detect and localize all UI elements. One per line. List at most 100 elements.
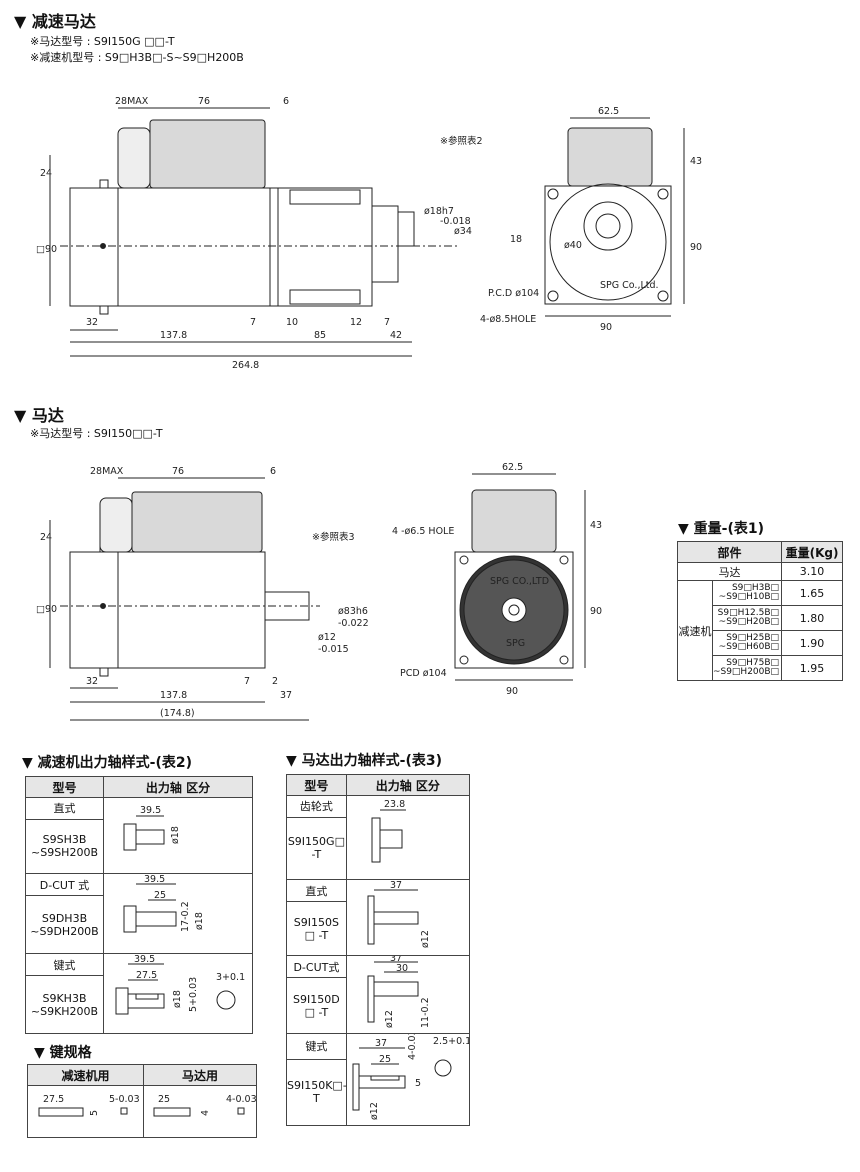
table2-header-model: 型号 xyxy=(25,776,104,798)
svg-text:25: 25 xyxy=(379,1054,391,1065)
m-dim-7: 7 xyxy=(244,676,250,687)
svg-text:11-0.2: 11-0.2 xyxy=(420,997,431,1028)
key-motor-cell: 25 4 4-0.03 xyxy=(143,1085,257,1138)
weight-value: 1.95 xyxy=(781,655,843,681)
m-dim-32: 32 xyxy=(86,676,98,687)
m-dim-sq90: □90 xyxy=(36,604,57,615)
section1-title: ▼ 减速马达 xyxy=(14,12,96,31)
svg-text:39.5: 39.5 xyxy=(144,874,165,885)
table-row: S9SH3B~S9SH200B xyxy=(25,818,104,875)
key-header-gear: 减速机用 xyxy=(27,1064,144,1086)
svg-text:27.5: 27.5 xyxy=(43,1094,64,1105)
weight-value: 1.65 xyxy=(781,580,843,606)
svg-text:25: 25 xyxy=(158,1094,170,1105)
gearmotor-front-view xyxy=(544,117,685,317)
front1-brand: SPG Co.,Ltd. xyxy=(600,280,659,291)
m-dim-shaft: ø12 xyxy=(318,632,336,643)
svg-text:ø18: ø18 xyxy=(172,990,183,1008)
table3-shaft-straight: 37 ø12 xyxy=(345,879,470,956)
table3-type: 直式 xyxy=(286,878,347,903)
svg-text:2.5+0.1: 2.5+0.1 xyxy=(433,1036,469,1047)
dim-7a: 7 xyxy=(250,317,256,328)
dim-sq90: □90 xyxy=(36,244,57,255)
svg-text:39.5: 39.5 xyxy=(134,954,155,965)
dim-7b: 7 xyxy=(384,317,390,328)
svg-text:ø12: ø12 xyxy=(384,1010,395,1028)
svg-text:37: 37 xyxy=(390,880,402,891)
dim-10: 10 xyxy=(286,317,298,328)
table3-header-shaft: 出力轴 区分 xyxy=(345,774,470,796)
table2-type: D-CUT 式 xyxy=(25,872,104,897)
table2-shaft-key: 39.5 27.5 ø18 5+0.03 3+0.1 xyxy=(103,953,253,1034)
dim-24: 24 xyxy=(40,168,52,179)
section2-motor-model: ※马达型号 : S9I150□□-T xyxy=(30,427,163,440)
dim-6: 6 xyxy=(283,96,289,107)
key-table: 减速机用 马达用 27.5 5 5-0.03 25 4 4-0.03 xyxy=(27,1064,257,1138)
svg-text:4-0.03: 4-0.03 xyxy=(226,1094,256,1105)
svg-text:5-0.03: 5-0.03 xyxy=(109,1094,140,1105)
table3-title: ▼ 马达出力轴样式-(表3) xyxy=(286,753,442,769)
m-front-dim-62-5: 62.5 xyxy=(502,462,523,473)
table-row: S9□H25B□~S9□H60B□ xyxy=(711,630,783,656)
table3-type: 键式 xyxy=(286,1033,347,1060)
section1-gearbox-model: ※减速机型号 : S9□H3B□-S~S9□H200B xyxy=(30,51,244,64)
svg-text:39.5: 39.5 xyxy=(140,805,161,816)
key-gear-cell: 27.5 5 5-0.03 xyxy=(27,1085,144,1138)
m-front-pcd: PCD ø104 xyxy=(400,668,447,679)
table3-model: S9I150G□ -T xyxy=(286,816,347,880)
m-dim-2: 2 xyxy=(272,676,278,687)
svg-text:ø12: ø12 xyxy=(369,1102,380,1120)
svg-text:4-0.03: 4-0.03 xyxy=(407,1034,418,1060)
table3-shaft-key: 37 25 4-0.03 2.5+0.1 5 ø12 xyxy=(345,1029,471,1126)
dim-264-8: 264.8 xyxy=(232,360,259,371)
weight-value: 1.90 xyxy=(781,630,843,656)
weight-header-part: 部件 xyxy=(676,541,783,563)
svg-text:ø18: ø18 xyxy=(194,912,205,930)
front1-dim-62-5: 62.5 xyxy=(598,106,619,117)
svg-text:ø12: ø12 xyxy=(420,930,431,948)
m-dim-174-8: (174.8) xyxy=(160,708,195,719)
svg-text:27.5: 27.5 xyxy=(136,970,157,981)
table3-shaft-gear: 23.8 xyxy=(345,795,470,880)
m-front-dim-43: 43 xyxy=(590,520,602,531)
dim-76: 76 xyxy=(198,96,210,107)
dim-34: ø34 xyxy=(454,226,472,237)
table-row: S9□H3B□~S9□H10B□ xyxy=(711,580,783,606)
front1-pcd: P.C.D ø104 xyxy=(488,288,539,299)
shaft-table-gearbox: 型号 出力轴 区分 直式 39.5 ø18 S9SH3B~S9SH200B D-… xyxy=(25,776,253,1034)
weight-gearbox-label: 减速机 xyxy=(677,580,713,681)
table-row: S9KH3B~S9KH200B xyxy=(25,975,104,1034)
key-header-motor: 马达用 xyxy=(143,1064,257,1086)
table3-model: S9I150K□-T xyxy=(286,1058,347,1127)
svg-text:37: 37 xyxy=(375,1038,387,1049)
table2-shaft-straight: 39.5 ø18 xyxy=(103,797,253,874)
table3-header-model: 型号 xyxy=(286,774,347,796)
svg-text:5+0.03: 5+0.03 xyxy=(188,977,199,1012)
table2-title: ▼ 减速机出力轴样式-(表2) xyxy=(22,755,192,771)
dim-42: 42 xyxy=(390,330,402,341)
note-ref-table2: ※参照表2 xyxy=(440,135,483,147)
m-front-hole: 4 -ø6.5 HOLE xyxy=(392,526,454,537)
front1-dim-18: 18 xyxy=(510,234,522,245)
weight-header-weight: 重量(Kg) xyxy=(781,541,843,563)
svg-text:37: 37 xyxy=(390,956,402,964)
shaft-table-motor: 型号 出力轴 区分 齿轮式 23.8 S9I150G□ -T 直式 37 ø12 xyxy=(286,774,471,1127)
weight-motor-label: 马达 xyxy=(676,562,783,581)
svg-text:25: 25 xyxy=(154,890,166,901)
dim-12: 12 xyxy=(350,317,362,328)
gearmotor-side-view xyxy=(49,107,460,357)
m-dim-137-8: 137.8 xyxy=(160,690,187,701)
front1-hole: 4-ø8.5HOLE xyxy=(480,314,536,325)
m-dim-37: 37 xyxy=(280,690,292,701)
m-front-logo: SPG xyxy=(506,638,525,649)
m-dim-28max: 28MAX xyxy=(90,466,124,477)
front1-dim-40: ø40 xyxy=(564,240,582,251)
front1-dim-90h: 90 xyxy=(600,322,612,333)
motor-side-view xyxy=(49,477,320,721)
table3-shaft-dcut: 37 30 ø12 11-0.2 xyxy=(345,953,470,1034)
table2-header-shaft: 出力轴 区分 xyxy=(103,776,253,798)
table-row: S9□H12.5B□~S9□H20B□ xyxy=(711,605,783,631)
svg-text:30: 30 xyxy=(396,963,408,974)
dim-32: 32 xyxy=(86,317,98,328)
